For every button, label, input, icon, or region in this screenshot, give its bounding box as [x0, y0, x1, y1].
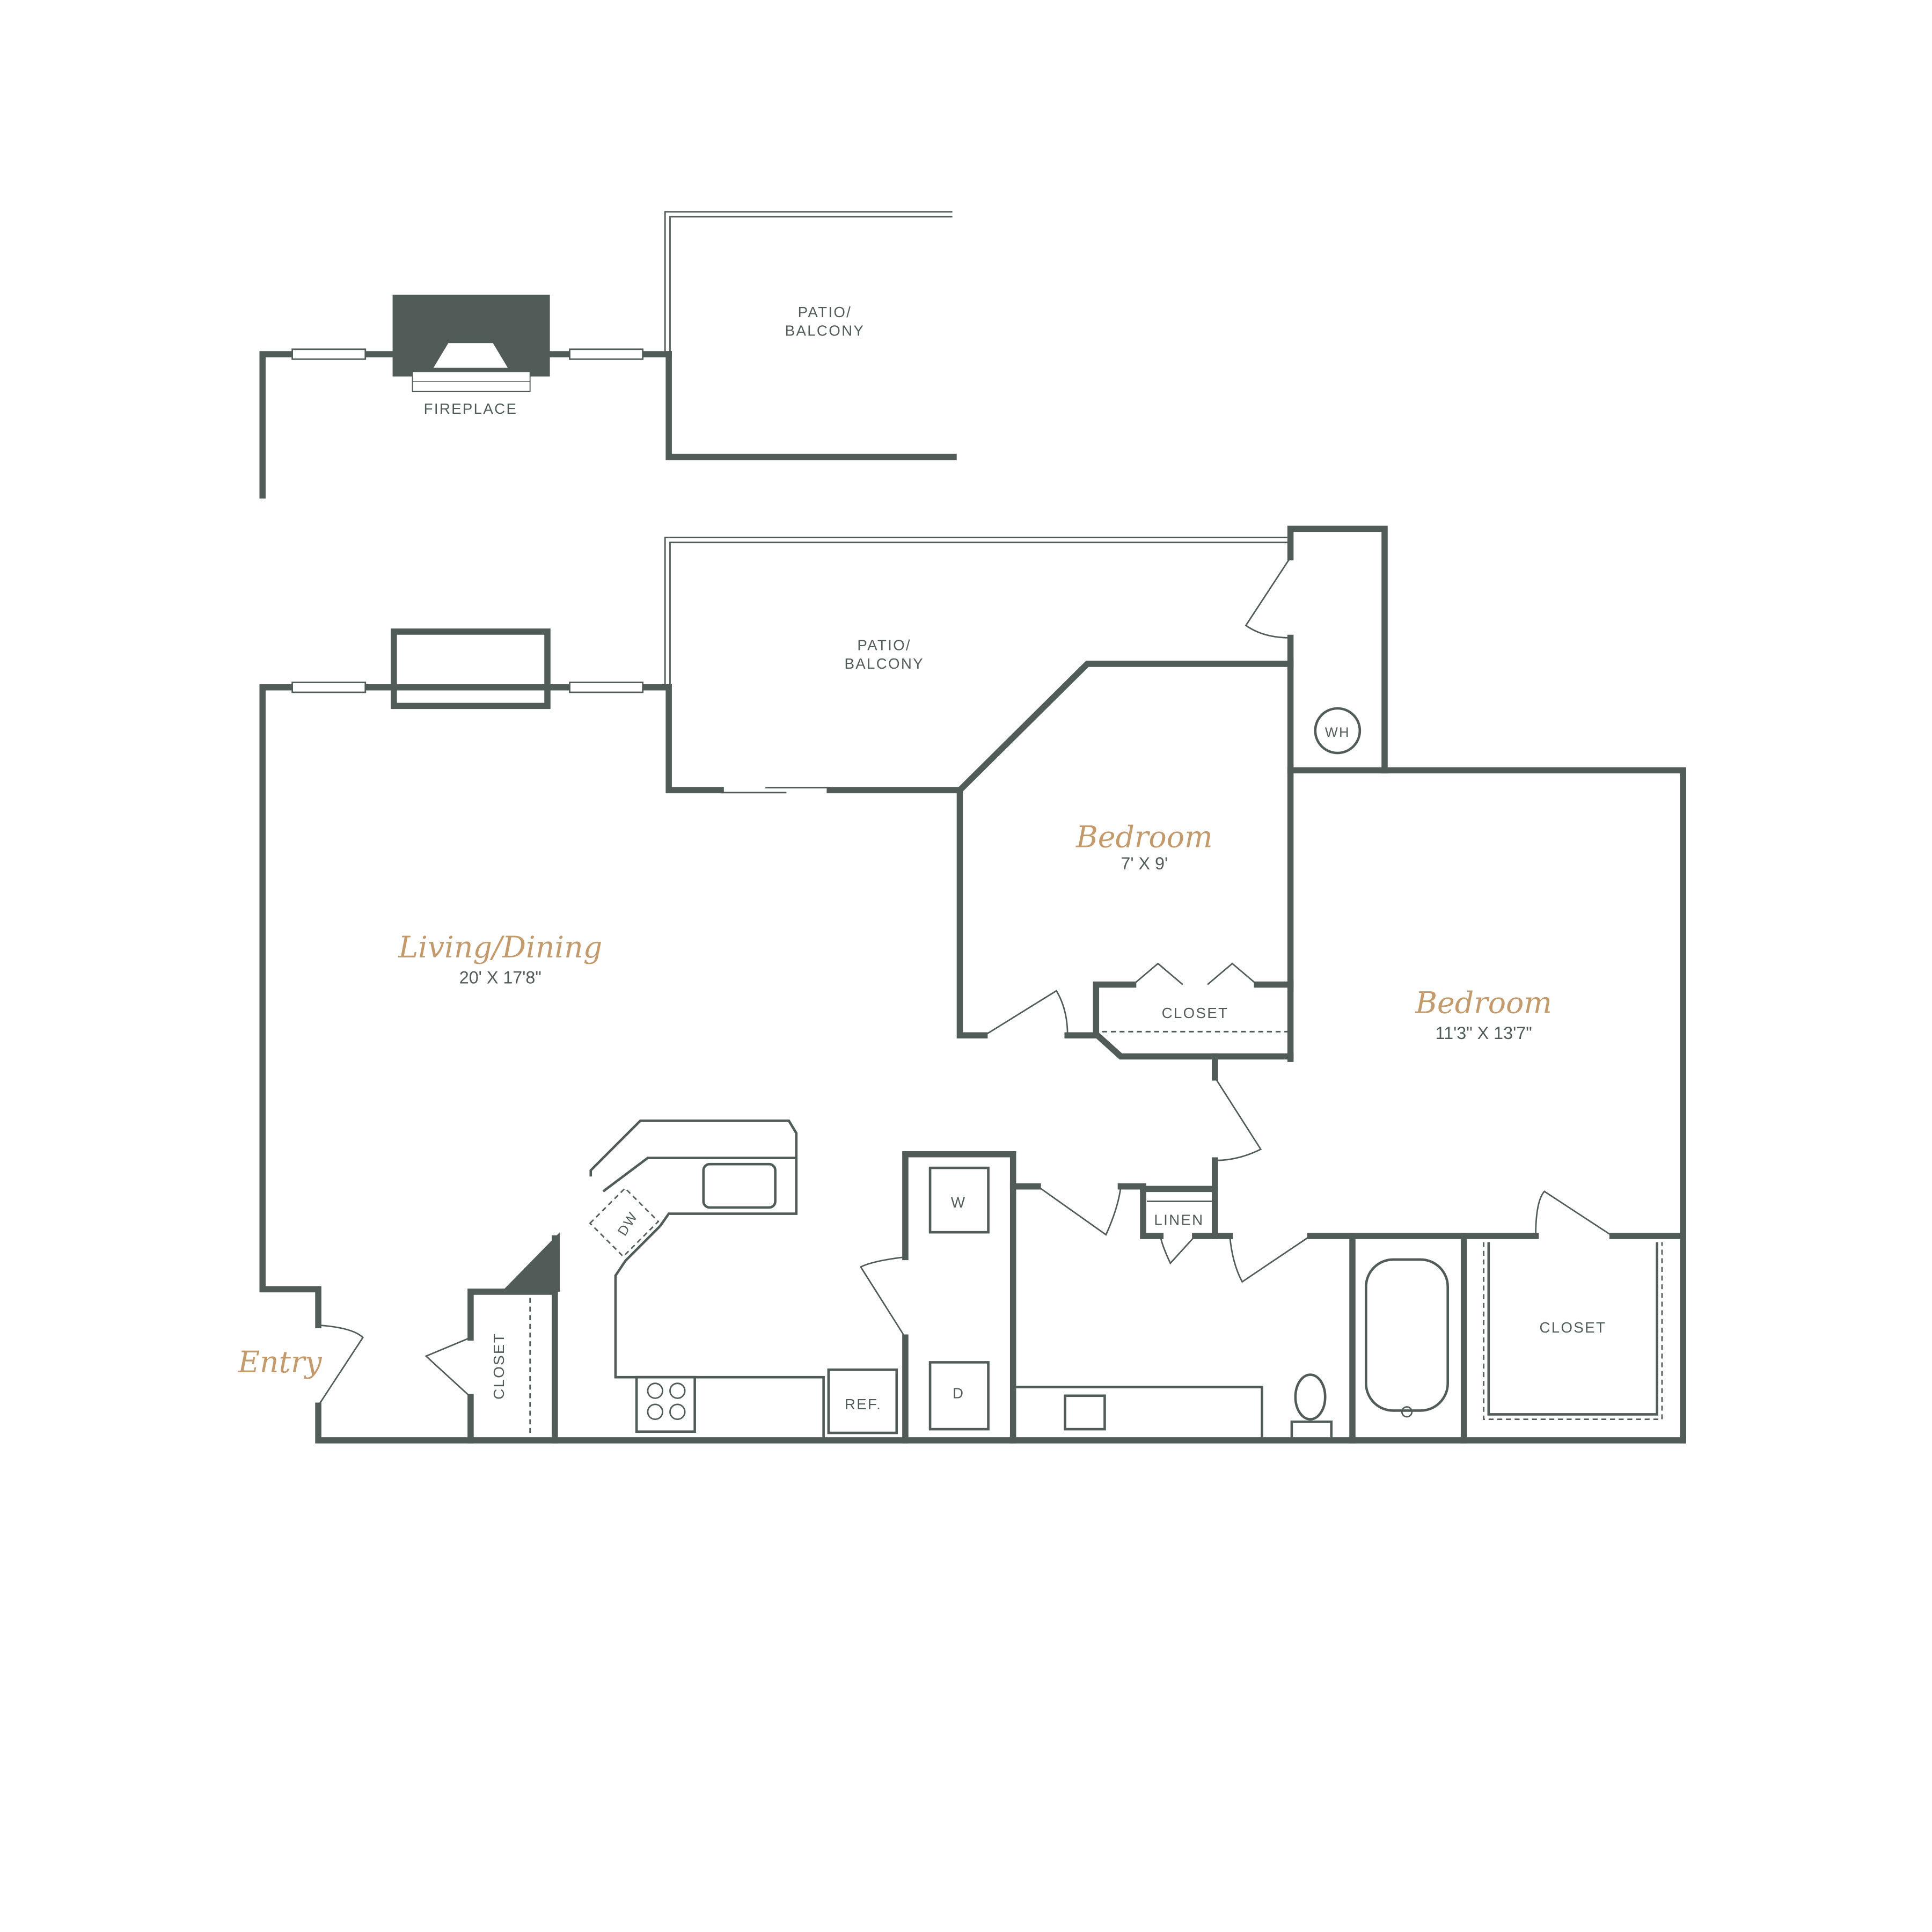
- closet-bedroom1-label: CLOSET: [1162, 1005, 1229, 1021]
- water-heater-label: WH: [1325, 725, 1350, 740]
- window: [569, 682, 644, 693]
- linen-door[interactable]: [1159, 1235, 1196, 1265]
- bifold-door[interactable]: [1207, 962, 1258, 985]
- window: [291, 682, 367, 693]
- dishwasher: [589, 1187, 660, 1258]
- living-dining-size: 20' X 17'8": [459, 968, 541, 987]
- patio-label-main-2: BALCONY: [844, 655, 924, 672]
- upper-plan: FIREPLACE PATIO/ BALCONY: [259, 211, 957, 499]
- refrigerator: [827, 1368, 898, 1435]
- closet-door[interactable]: [425, 1337, 471, 1398]
- bath-sink-icon: [1064, 1394, 1106, 1431]
- linen-label: LINEN: [1154, 1211, 1204, 1228]
- living-dining-name: Living/Dining: [398, 931, 602, 965]
- hall-door[interactable]: [1037, 1185, 1122, 1236]
- entry-door[interactable]: [317, 1324, 364, 1406]
- door[interactable]: [1214, 1077, 1262, 1161]
- closet-door[interactable]: [1535, 1190, 1613, 1237]
- main-plan: WH CLOSET LINEN CLOSET: [237, 525, 1686, 1444]
- patio-label-main: PATIO/: [857, 637, 911, 654]
- patio-label-upper: PATIO/: [798, 304, 852, 320]
- bedroom2-size: 11'3" X 13'7": [1436, 1023, 1532, 1043]
- patio-label-upper-2: BALCONY: [785, 322, 865, 339]
- door[interactable]: [1245, 557, 1291, 639]
- laundry-door[interactable]: [859, 1256, 906, 1338]
- fireplace-icon: [392, 295, 550, 392]
- closet-bedroom2-label: CLOSET: [1539, 1319, 1606, 1336]
- window: [291, 348, 367, 360]
- bathtub-icon: [1365, 1258, 1449, 1412]
- toilet-icon: [1290, 1373, 1333, 1442]
- water-heater-icon: [1314, 707, 1362, 755]
- window: [569, 348, 644, 360]
- dishwasher-label: DW: [615, 1209, 641, 1239]
- kitchen-sink-icon: [702, 1162, 777, 1209]
- bedroom2-name: Bedroom: [1415, 986, 1552, 1021]
- dryer-label: D: [953, 1385, 964, 1401]
- bath-door[interactable]: [1229, 1235, 1311, 1283]
- bedroom1-name: Bedroom: [1075, 820, 1213, 854]
- washer: [928, 1166, 990, 1234]
- refrigerator-label: REF.: [845, 1396, 882, 1413]
- closet-entry-label: CLOSET: [491, 1333, 507, 1400]
- entry-label: Entry: [237, 1345, 322, 1380]
- bifold-door[interactable]: [1132, 962, 1183, 985]
- door[interactable]: [984, 990, 1069, 1036]
- stove-icon: [635, 1375, 696, 1433]
- fireplace-label: FIREPLACE: [424, 400, 518, 417]
- washer-label: W: [951, 1194, 966, 1211]
- dryer: [928, 1361, 990, 1431]
- bedroom1-size: 7' X 9': [1121, 854, 1168, 873]
